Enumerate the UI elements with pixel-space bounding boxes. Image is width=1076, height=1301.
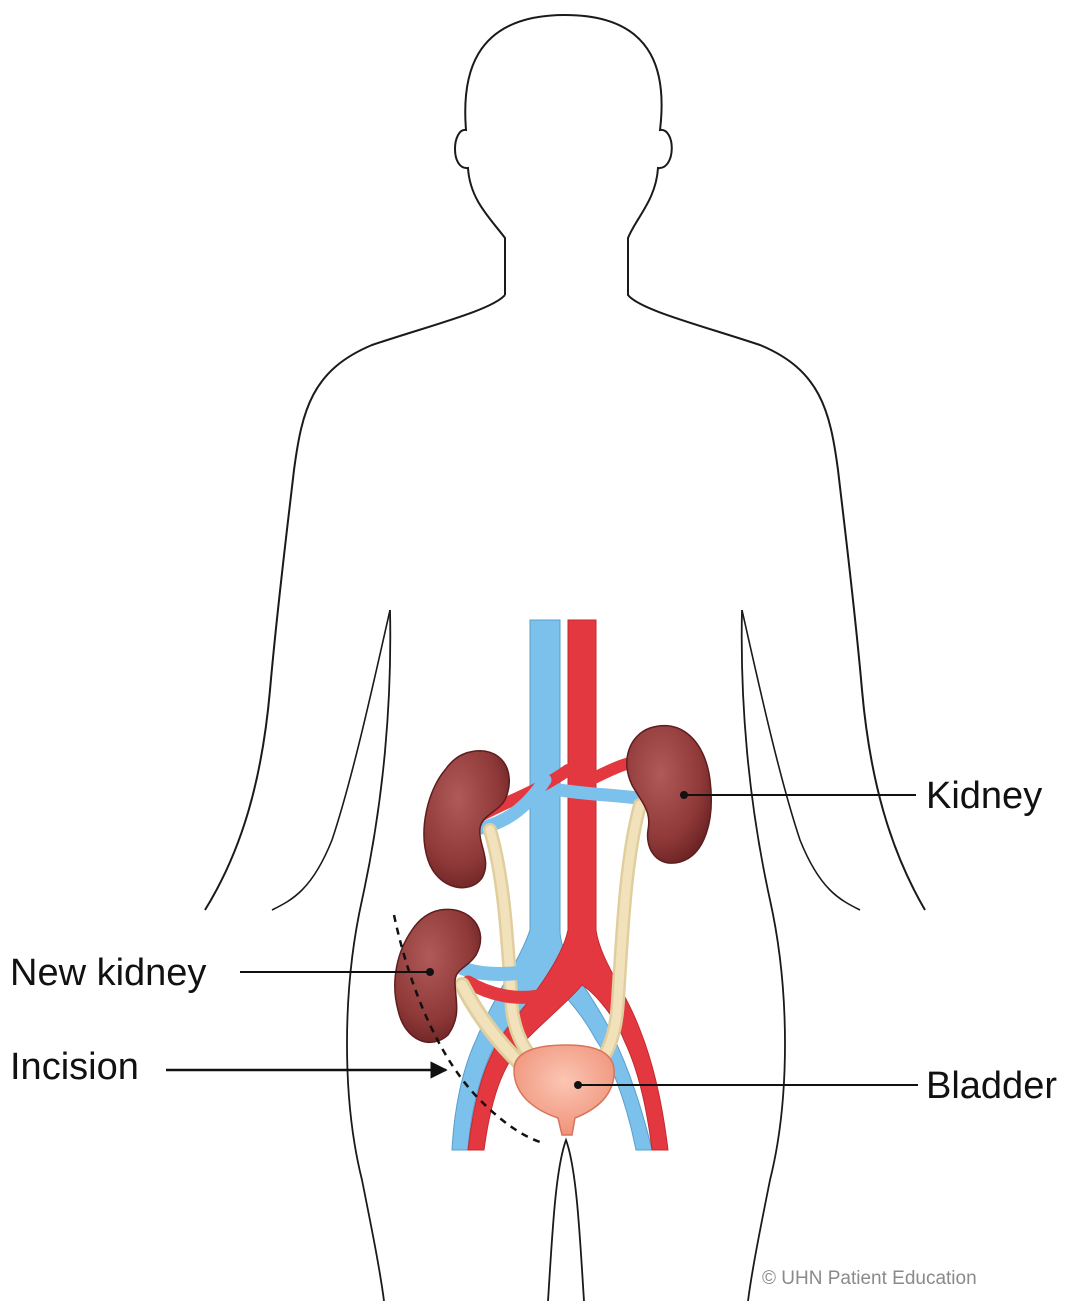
arm-inner-right bbox=[742, 610, 860, 910]
bladder-shape bbox=[514, 1045, 614, 1135]
new-kidney-vein bbox=[462, 968, 528, 974]
bladder-leader-dot bbox=[574, 1081, 582, 1089]
torso-left bbox=[347, 610, 390, 1301]
leg-inner bbox=[548, 1140, 584, 1301]
incision-label: Incision bbox=[10, 1048, 139, 1086]
kidney-leader-dot bbox=[680, 791, 688, 799]
new-kidney-leader-dot bbox=[426, 968, 434, 976]
arm-inner-left bbox=[272, 610, 390, 910]
bladder-label: Bladder bbox=[926, 1067, 1057, 1105]
kidney-label: Kidney bbox=[926, 777, 1042, 815]
torso-right bbox=[742, 610, 785, 1301]
copyright-credit: © UHN Patient Education bbox=[762, 1268, 977, 1290]
new-kidney-label: New kidney bbox=[10, 954, 206, 992]
